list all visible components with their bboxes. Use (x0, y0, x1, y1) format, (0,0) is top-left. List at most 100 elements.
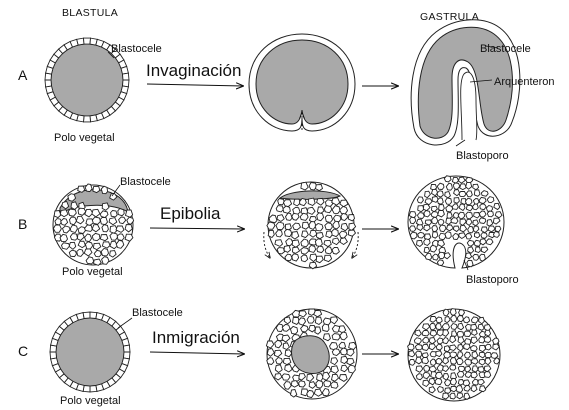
blastula-header: BLASTULA (62, 7, 118, 19)
row-c-gastrula-cell (449, 357, 458, 365)
row-b-epiboly-cell (314, 222, 324, 232)
row-c-gastrula-cell (428, 343, 437, 351)
row-b-blastula-cell (77, 226, 87, 234)
row-c-immigration-cell (290, 380, 300, 388)
row-c-blastula-cell (123, 344, 131, 353)
row-b-blastula-cell (60, 242, 71, 250)
row-b-gastrula-cell (416, 212, 425, 219)
row-b-epiboly-cell (316, 197, 325, 206)
row-b-gastrula-cell (474, 246, 481, 254)
row-c-immigration-cell (291, 317, 300, 325)
row-b-gastrula-cell (438, 204, 445, 212)
row-c-immigration-cell (314, 326, 322, 335)
row-c-gastrula-cell (470, 336, 479, 345)
row-c-immigration-cell (283, 381, 292, 390)
row-b-gastrula-cell (446, 224, 454, 232)
row-b-gastrula-cell (480, 246, 489, 254)
row-c-gastrula-cell (436, 337, 444, 345)
row-c-immigration-blastocele (291, 335, 330, 374)
row-b-gastrula-cell (436, 259, 445, 266)
row-c-immigration-cell (273, 349, 283, 358)
row-b-gastrula-cell (431, 231, 439, 239)
row-a-arquenteron-leader (469, 79, 493, 83)
row-b-epiboly-cell (316, 212, 325, 222)
row-b-gastrula-cell (473, 212, 481, 219)
row-c-gastrula-cell (463, 384, 471, 392)
row-c-gastrula-cell (478, 351, 486, 359)
row-b-gastrula-cell (460, 198, 468, 206)
row-b-gastrula-cell (465, 190, 473, 198)
row-b-gastrula-cell (486, 196, 495, 204)
row-b-blastula-cell (115, 239, 125, 249)
row-b-blastula-cell (93, 258, 102, 266)
row-c-immigration-cell (298, 373, 306, 381)
row-c-gastrula-cell (449, 377, 458, 386)
row-b-blastula-cell (84, 224, 93, 232)
row-b-blastocele-label: Blastocele (120, 176, 171, 188)
row-b-blastula-cell (77, 207, 87, 216)
row-c-immigration-cell (330, 357, 339, 366)
row-c-immigration-cell (275, 323, 285, 332)
row-b-epiboly-cell (316, 232, 324, 240)
row-c-gastrula-cell (451, 330, 458, 338)
row-b-gastrula-cell (422, 203, 431, 212)
row-b-gastrula-cell (465, 204, 474, 212)
row-b-epiboly-cell (291, 212, 300, 221)
row-c-immigration-cell (313, 388, 323, 397)
row-b-gastrula-cell (450, 217, 459, 224)
row-b-gastrula-cell (479, 203, 487, 211)
row-b-epiboly-cell (282, 205, 291, 214)
row-c-gastrula-cell (450, 314, 458, 323)
row-c-gastrula-cell (471, 329, 478, 336)
row-b-blastula-cell (100, 185, 109, 195)
row-c-immigration-cell (281, 373, 291, 381)
row-c-immigration-cell (347, 364, 356, 374)
row-b-epiboly-cell (291, 253, 300, 262)
row-b-blastula-cell (84, 241, 94, 250)
row-c-gastrula-cell (413, 337, 422, 345)
row-b-blastula-cell (60, 218, 69, 226)
row-c-gastrula-cell (464, 371, 473, 379)
row-b-gastrula-cell (409, 216, 417, 225)
row-c-gastrula-cell (428, 386, 436, 394)
row-c-immigration-cell (339, 331, 348, 341)
row-c-immigration-cell (340, 355, 349, 365)
row-c-gastrula-cell (443, 351, 451, 359)
row-c-gastrula-cell (415, 373, 424, 381)
gastrula-header: GASTRULA (420, 11, 479, 23)
row-b-epiboly-cell (323, 239, 332, 248)
row-c-gastrula-cell (462, 316, 471, 324)
row-b-epiboly-cell (307, 197, 316, 207)
row-b-blastula-cell (109, 192, 118, 201)
row-c-gastrula-cell (457, 336, 465, 345)
row-c-gastrula-cell (464, 358, 472, 366)
row-b-blastula-cell (75, 215, 85, 225)
row-a-blastoporo-leader (455, 139, 466, 147)
row-c-immigration-cell (281, 323, 291, 332)
row-b-blastula-cell (61, 200, 70, 210)
row-b-gastrula-cell (471, 203, 479, 211)
row-b-blastula-cell (77, 185, 86, 193)
row-b-epiboly-cell (323, 254, 333, 263)
row-c-gastrula-cell (463, 392, 471, 400)
row-b-gastrula-cell (436, 190, 444, 198)
row-c-gastrula-cell (422, 336, 430, 344)
row-b-epiboly-cells (266, 181, 357, 270)
row-c-immigration-cell (315, 379, 324, 389)
row-b-gastrula-cell (459, 224, 468, 233)
row-b-epiboly-cell (275, 221, 285, 231)
row-b-epiboly-cell (284, 212, 293, 221)
row-c-immigration-cell (266, 357, 275, 365)
row-b-gastrula-cell (485, 238, 494, 246)
row-c-gastrula-cell (450, 322, 458, 330)
row-b-gastrula-cell (493, 230, 500, 238)
row-c-blastula-cell-layer (49, 311, 131, 393)
row-c-immigration-cell (306, 389, 315, 399)
row-b-gastrula-cell (479, 238, 487, 246)
row-b-blastula-cell (91, 208, 101, 218)
row-b-epiboly-cell (301, 221, 310, 230)
row-c-immigration-cell (348, 341, 357, 351)
row-c-blastocele-label: Blastocele (132, 307, 183, 319)
row-c-gastrula-cell (435, 316, 443, 324)
row-b-gastrula-cell (408, 225, 417, 232)
